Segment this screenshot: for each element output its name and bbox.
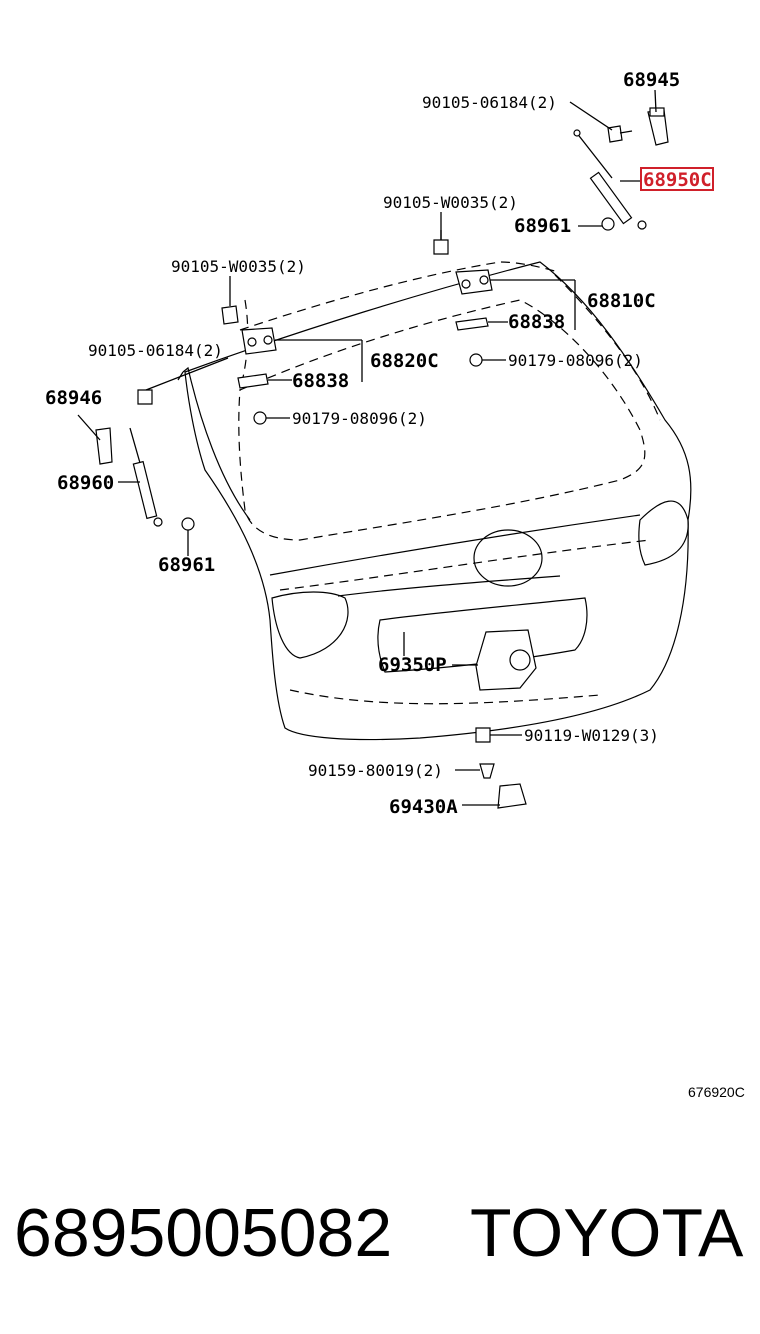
back-door-outline [177,261,692,741]
hinge-68820C [241,327,277,355]
hinge-68810C [455,269,493,295]
label-68810C: 68810C [587,290,656,312]
label-90179-08096-left: 90179-08096(2) [292,409,427,428]
nut-90179-left [253,411,267,425]
strut-68960 [129,427,163,527]
bolt-90119 [475,727,491,743]
label-68820C: 68820C [370,350,439,372]
bolt-w0035-left [221,305,239,325]
label-90105-06184-left: 90105-06184(2) [88,341,223,360]
plate-68838-left [237,373,269,389]
highlight-box-68950C [640,167,714,191]
label-90159-80019: 90159-80019(2) [308,761,443,780]
label-68838-left: 68838 [292,370,349,392]
bolt-06184-left [137,389,153,405]
ball-joint-68961-top [601,217,615,231]
label-90105-06184-top: 90105-06184(2) [422,93,557,112]
bracket-68945 [647,107,669,146]
parts [95,107,669,809]
nut-90179-right [469,353,483,367]
part-labels: 68945 90105-06184(2) 68950C 90105-W0035(… [45,69,714,818]
label-68961-top: 68961 [514,215,571,237]
plate-68838-right [455,317,489,331]
label-68946: 68946 [45,387,102,409]
label-69350P: 69350P [378,654,447,676]
footer-brand: TOYOTA [470,1195,744,1271]
diagram-ref-code: 676920C [688,1084,745,1100]
footer-part-number: 6895005082 [14,1195,392,1271]
label-90105-W0035-left: 90105-W0035(2) [171,257,306,276]
label-90105-W0035-top: 90105-W0035(2) [383,193,518,212]
label-68838-right: 68838 [508,311,565,333]
label-90179-08096-right: 90179-08096(2) [508,351,643,370]
label-68961-bottom: 68961 [158,554,215,576]
bolt-top [607,125,633,143]
label-69430A: 69430A [389,796,458,818]
lock-69350P [475,629,537,691]
label-90119-W0129: 90119-W0129(3) [524,726,659,745]
bracket-68946 [95,427,113,465]
label-68945: 68945 [623,69,680,91]
ball-joint-68961-bottom [181,517,195,531]
screw-90159 [479,763,495,779]
label-68950C: 68950C [643,169,712,191]
leader-lines [77,89,657,806]
strut-68950C [573,129,647,230]
label-68960: 68960 [57,472,114,494]
striker-69430A [497,783,527,809]
